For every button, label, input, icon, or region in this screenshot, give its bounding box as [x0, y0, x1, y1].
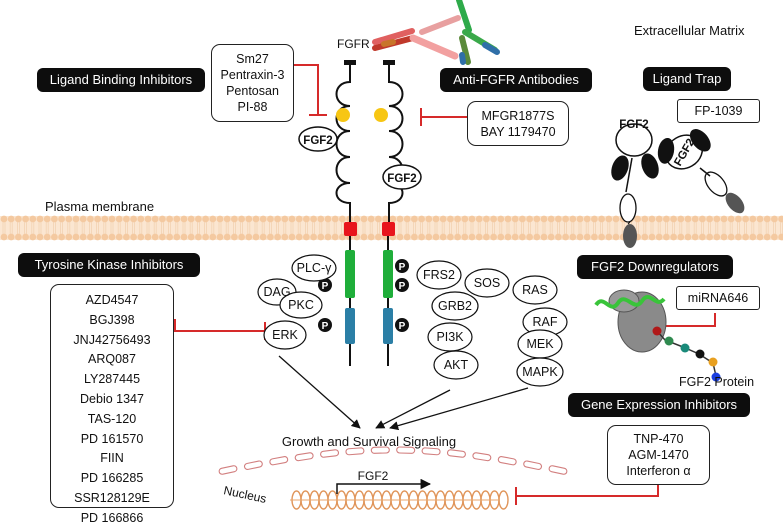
- nucleus-envelope: [218, 446, 568, 475]
- drug-name: JNJ42756493: [73, 332, 151, 347]
- drug-name: Pentraxin-3: [220, 68, 285, 82]
- pathway-node-label: ERK: [272, 328, 298, 342]
- plasma-membrane-label: Plasma membrane: [45, 199, 154, 214]
- tyrosine-kinase-inhibitors-title: Tyrosine Kinase Inhibitors: [18, 253, 200, 277]
- pathway-node-label: GRB2: [438, 299, 472, 313]
- antibody-drug-box: MFGR1877S BAY 1179470: [467, 101, 569, 146]
- pathway-node-label: MEK: [526, 337, 554, 351]
- pathway-node-label: FRS2: [423, 268, 455, 282]
- extracellular-matrix-label: Extracellular Matrix: [634, 23, 745, 38]
- ligand-binding-inhibitors-title: Ligand Binding Inhibitors: [37, 68, 205, 92]
- gene-expression-inhibitors-title: Gene Expression Inhibitors: [568, 393, 750, 417]
- fgf2-trap-label: FGF2: [619, 119, 648, 131]
- fgf2-ligand: [298, 126, 422, 190]
- phospho-label: P: [322, 321, 329, 332]
- drug-name: FP-1039: [694, 104, 743, 118]
- drug-name: SSR128129E: [74, 490, 150, 505]
- pathway-node-label: PKC: [288, 298, 314, 312]
- drug-name: TNP-470: [633, 432, 684, 446]
- phospho-label: P: [399, 321, 406, 332]
- pathway-node-label: RAS: [522, 283, 548, 297]
- pathway-node-label: PI3K: [436, 330, 464, 344]
- nucleus-label: Nucleus: [222, 483, 267, 506]
- plasma-membrane-bilayer: [0, 215, 783, 241]
- ligand-trap-title: Ligand Trap: [643, 67, 731, 91]
- drug-name: PD 161570: [80, 431, 144, 446]
- drug-name: Interferon α: [626, 464, 691, 478]
- drug-name: FIIN: [100, 451, 124, 466]
- drug-name: PI-88: [237, 100, 268, 114]
- drug-name: AGM-1470: [628, 448, 689, 462]
- tki-drug-box: AZD4547 BGJ398 JNJ42756493 ARQ087 LY2874…: [50, 284, 174, 525]
- drug-name: ARQ087: [88, 352, 136, 367]
- phospho-label: P: [399, 262, 406, 273]
- drug-name: BGJ398: [89, 312, 135, 327]
- drug-name: LY287445: [83, 372, 141, 387]
- drug-name: miRNA646: [687, 291, 749, 305]
- pathway-node-label: SOS: [474, 276, 500, 290]
- downregulator-drug-box: miRNA646: [676, 286, 760, 310]
- ligand-trap-drug-box: FP-1039: [677, 99, 760, 123]
- pathway-node-label: MAPK: [522, 365, 558, 379]
- ribosome-icon: [594, 289, 721, 382]
- fgf2-protein-label: FGF2 Protein: [679, 375, 754, 389]
- phospho-label: P: [322, 281, 329, 292]
- transcription-arrow: [336, 478, 432, 494]
- dna-helix: [290, 490, 509, 510]
- anti-fgfr-antibodies-title: Anti-FGFR Antibodies: [440, 68, 592, 92]
- drug-name: Debio 1347: [80, 391, 144, 406]
- phospho-label: P: [399, 281, 406, 292]
- gene-expression-drug-box: TNP-470 AGM-1470 Interferon α: [607, 425, 710, 485]
- drug-name: BAY 1179470: [480, 124, 556, 139]
- pathway-node-label: AKT: [444, 358, 469, 372]
- growth-signaling-label: Growth and Survival Signaling: [282, 434, 456, 449]
- signaling-arrows: [278, 355, 529, 431]
- pathway-node-label: DAG: [263, 285, 290, 299]
- drug-name: PD 166285: [80, 471, 144, 486]
- ligand-binding-drug-box: Sm27 Pentraxin-3 Pentosan PI-88: [211, 44, 294, 122]
- drug-name: AZD4547: [85, 293, 139, 307]
- pathway-node-label: RAF: [533, 315, 558, 329]
- fgf2-ligand-label: FGF2: [387, 173, 416, 185]
- fgfr-label: FGFR: [337, 37, 370, 51]
- pathway-node-label: PLC-γ: [297, 261, 332, 275]
- fgfr-receptor: [335, 60, 404, 366]
- antibody-icon: [372, 0, 500, 65]
- drug-name: MFGR1877S: [481, 108, 555, 123]
- drug-name: Pentosan: [226, 84, 279, 98]
- ligand-trap-molecule: [611, 123, 745, 248]
- drug-name: Sm27: [236, 52, 269, 66]
- fgf2-downregulators-title: FGF2 Downregulators: [577, 255, 733, 279]
- fgf2-gene-label: FGF2: [358, 469, 389, 483]
- drug-name: TAS-120: [87, 411, 137, 426]
- inhibition-markers: [174, 64, 716, 505]
- fgf2-ligand-label: FGF2: [303, 135, 332, 147]
- pathway-ovals: [257, 254, 568, 387]
